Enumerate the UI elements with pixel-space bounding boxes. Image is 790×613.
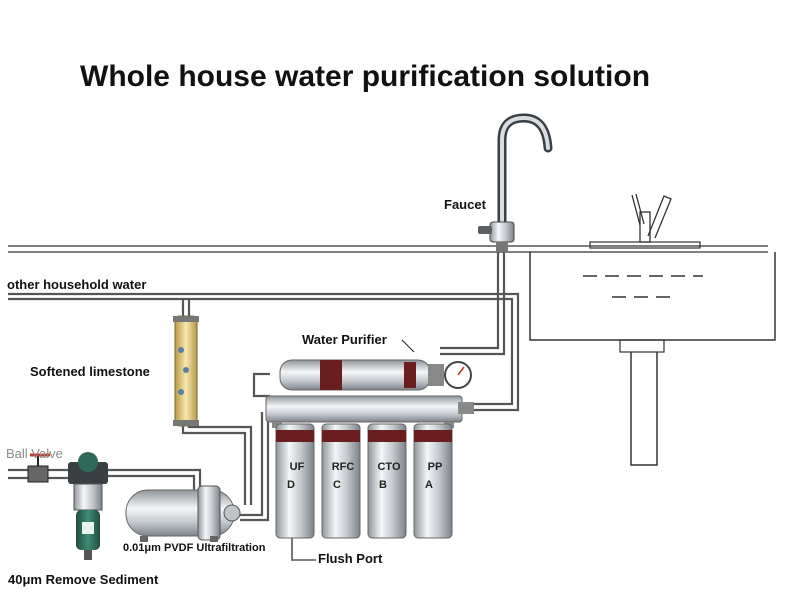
other-household-water-label: other household water [7,277,147,292]
purifier-leader-line [401,339,415,353]
cartridge-cto [367,423,407,539]
cartridge-code-pp: PP [428,461,443,473]
faucet [478,113,553,252]
flush-port-label: Flush Port [318,551,383,566]
countertop [8,245,768,253]
water-purifier-label: Water Purifier [302,332,387,347]
cartridge-uf [275,423,315,539]
cartridge-rfc [321,423,361,539]
cartridge-letter-c: C [333,479,341,491]
softened-limestone-label: Softened limestone [30,364,150,379]
water-purifier-unit [265,359,474,428]
ball-valve [27,453,50,483]
cartridge-letter-a: A [425,479,433,491]
filter-cartridges [275,423,453,539]
ultrafiltration-tank [125,485,241,542]
ball-valve-label: Ball Valve [6,446,63,461]
diagram-title: Whole house water purification solution [80,60,651,93]
cartridge-pp [413,423,453,539]
cartridge-letter-d: D [287,479,295,491]
ultrafiltration-label: 0.01μm PVDF Ultrafiltration [123,542,266,554]
sink-mixer-tap [631,193,672,243]
cartridge-code-uf: UF [290,461,305,473]
faucet-label: Faucet [444,197,486,212]
sediment-prefilter [68,452,108,560]
sediment-filter-label: 40μm Remove Sediment [8,572,159,587]
cartridge-code-cto: CTO [377,461,400,473]
softener-cartridge [173,315,199,427]
cartridge-code-rfc: RFC [332,461,355,473]
sink [529,241,776,466]
cartridge-letter-b: B [379,479,387,491]
